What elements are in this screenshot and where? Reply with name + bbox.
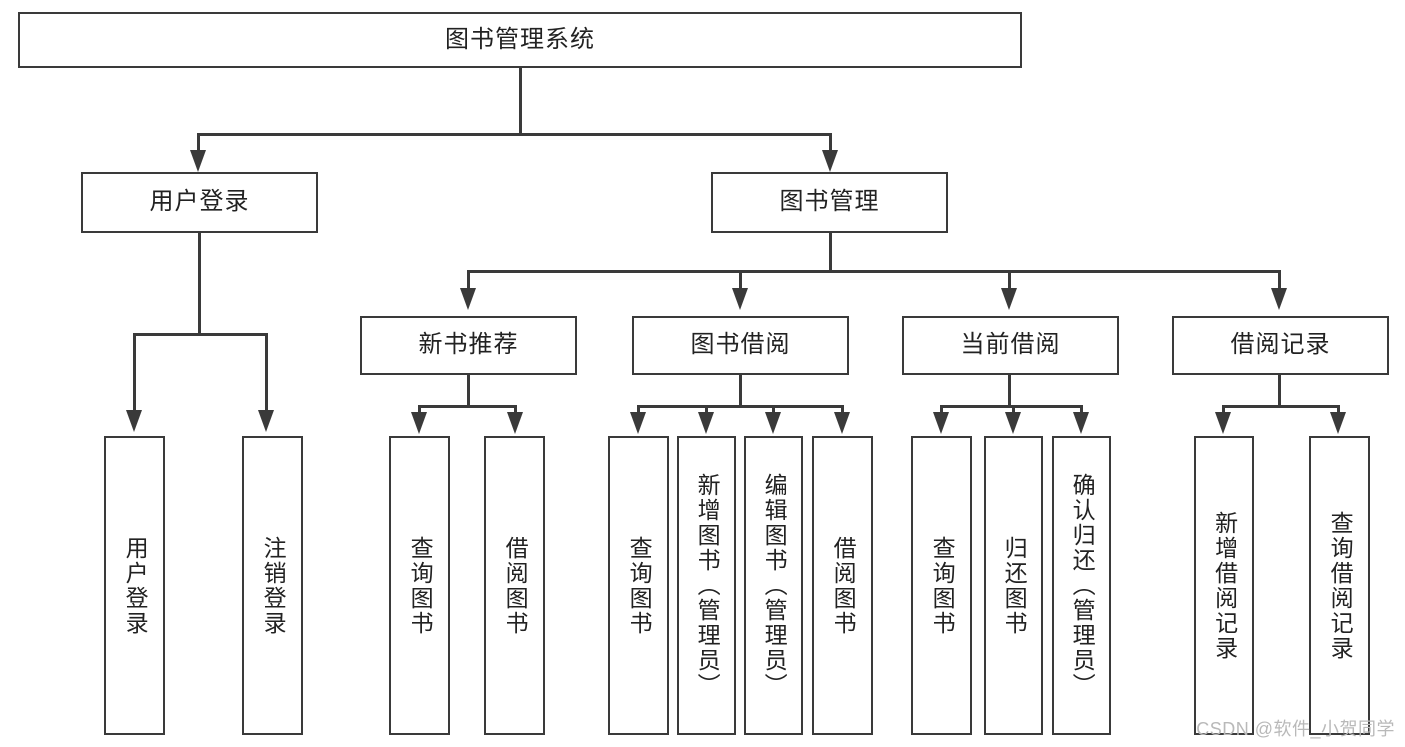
edge-bus-borrow-record xyxy=(1222,405,1339,408)
node-label: 新书推荐 xyxy=(418,331,519,359)
node-label: 图书管理 xyxy=(779,188,880,216)
node-new-book-rec[interactable]: 新书推荐 xyxy=(360,316,577,375)
arrowhead-book-borrow xyxy=(732,288,748,310)
node-label: 确认归还（管理员） xyxy=(1069,473,1096,698)
edge-drop-edit-book xyxy=(772,405,775,415)
arrowhead-leaf-logout xyxy=(258,410,274,432)
node-leaf-return-book[interactable]: 归还图书 xyxy=(984,436,1043,735)
edge-drop-book-borrow xyxy=(739,270,742,295)
edge-drop-user-login xyxy=(197,133,200,158)
edge-user-login-stem xyxy=(198,233,201,336)
node-label: 查询借阅记录 xyxy=(1327,510,1354,661)
arrowhead-query-record xyxy=(1330,412,1346,434)
arrowhead-book-manage xyxy=(822,150,838,172)
arrowhead-add-record xyxy=(1215,412,1231,434)
arrowhead-leaf-user-login xyxy=(126,410,142,432)
node-label: 编辑图书（管理员） xyxy=(761,473,788,698)
node-leaf-add-book[interactable]: 新增图书（管理员） xyxy=(677,436,736,735)
edge-drop-query-book-3 xyxy=(940,405,943,415)
node-label: 新增借阅记录 xyxy=(1211,510,1238,661)
arrowhead-user-login xyxy=(190,150,206,172)
edge-new-book-rec-stem xyxy=(467,375,470,408)
node-book-manage[interactable]: 图书管理 xyxy=(711,172,948,233)
node-leaf-query-record[interactable]: 查询借阅记录 xyxy=(1309,436,1370,735)
node-leaf-query-book-2[interactable]: 查询图书 xyxy=(608,436,669,735)
edge-drop-query-book-2 xyxy=(637,405,640,415)
node-leaf-confirm-return[interactable]: 确认归还（管理员） xyxy=(1052,436,1111,735)
edge-current-borrow-stem xyxy=(1008,375,1011,408)
node-label: 借阅图书 xyxy=(830,535,857,636)
arrowhead-current-borrow xyxy=(1001,288,1017,310)
arrowhead-add-book xyxy=(698,412,714,434)
edge-bus-level3 xyxy=(467,270,1281,273)
arrowhead-query-book-3 xyxy=(933,412,949,434)
edge-drop-add-record xyxy=(1222,405,1225,415)
arrowhead-borrow-record xyxy=(1271,288,1287,310)
edge-drop-confirm-return xyxy=(1080,405,1083,415)
edge-drop-leaf-user-login xyxy=(133,333,136,414)
arrowhead-query-book-1 xyxy=(411,412,427,434)
node-label: 查询图书 xyxy=(626,535,653,636)
arrowhead-borrow-book-1 xyxy=(507,412,523,434)
node-current-borrow[interactable]: 当前借阅 xyxy=(902,316,1119,375)
edge-drop-return-book xyxy=(1012,405,1015,415)
edge-drop-book-manage xyxy=(829,133,832,158)
edge-book-borrow-stem xyxy=(739,375,742,408)
edge-bus-book-borrow xyxy=(637,405,843,408)
node-leaf-edit-book[interactable]: 编辑图书（管理员） xyxy=(744,436,803,735)
edge-borrow-record-stem xyxy=(1278,375,1281,408)
watermark: CSDN @软件_小贺同学 xyxy=(1196,719,1395,739)
node-label: 用户登录 xyxy=(149,188,250,216)
edge-drop-borrow-book-1 xyxy=(514,405,517,415)
edge-drop-leaf-logout xyxy=(265,333,268,414)
node-label: 当前借阅 xyxy=(960,331,1061,359)
edge-drop-query-book-1 xyxy=(418,405,421,415)
edge-drop-new-book-rec xyxy=(467,270,470,295)
edge-bus-level1 xyxy=(197,133,831,136)
node-leaf-query-book-3[interactable]: 查询图书 xyxy=(911,436,972,735)
edge-drop-add-book xyxy=(705,405,708,415)
node-label: 归还图书 xyxy=(1001,535,1028,636)
node-label: 图书借阅 xyxy=(690,331,791,359)
node-label: 注销登录 xyxy=(260,535,287,636)
arrowhead-edit-book xyxy=(765,412,781,434)
arrowhead-return-book xyxy=(1005,412,1021,434)
arrowhead-new-book-rec xyxy=(460,288,476,310)
edge-root-stem xyxy=(519,68,522,135)
node-label: 图书管理系统 xyxy=(445,25,595,53)
node-leaf-logout[interactable]: 注销登录 xyxy=(242,436,303,735)
node-label: 用户登录 xyxy=(122,535,149,636)
arrowhead-borrow-book-2 xyxy=(834,412,850,434)
arrowhead-query-book-2 xyxy=(630,412,646,434)
edge-drop-borrow-book-2 xyxy=(841,405,844,415)
node-label: 查询图书 xyxy=(929,535,956,636)
edge-bus-user-login xyxy=(133,333,267,336)
edge-bus-current-borrow xyxy=(940,405,1082,408)
node-label: 借阅记录 xyxy=(1230,331,1331,359)
edge-drop-query-record xyxy=(1337,405,1340,415)
node-user-login[interactable]: 用户登录 xyxy=(81,172,318,233)
node-leaf-borrow-book-2[interactable]: 借阅图书 xyxy=(812,436,873,735)
arrowhead-confirm-return xyxy=(1073,412,1089,434)
node-leaf-query-book-1[interactable]: 查询图书 xyxy=(389,436,450,735)
node-label: 新增图书（管理员） xyxy=(694,473,721,698)
edge-bus-new-book-rec xyxy=(418,405,517,408)
node-leaf-user-login[interactable]: 用户登录 xyxy=(104,436,165,735)
node-book-borrow[interactable]: 图书借阅 xyxy=(632,316,849,375)
node-root-system[interactable]: 图书管理系统 xyxy=(18,12,1022,68)
node-borrow-record[interactable]: 借阅记录 xyxy=(1172,316,1389,375)
edge-book-manage-stem xyxy=(829,233,832,273)
edge-drop-current-borrow xyxy=(1008,270,1011,295)
node-leaf-add-record[interactable]: 新增借阅记录 xyxy=(1194,436,1254,735)
node-label: 查询图书 xyxy=(407,535,434,636)
node-leaf-borrow-book-1[interactable]: 借阅图书 xyxy=(484,436,545,735)
edge-drop-borrow-record xyxy=(1278,270,1281,295)
node-label: 借阅图书 xyxy=(502,535,529,636)
